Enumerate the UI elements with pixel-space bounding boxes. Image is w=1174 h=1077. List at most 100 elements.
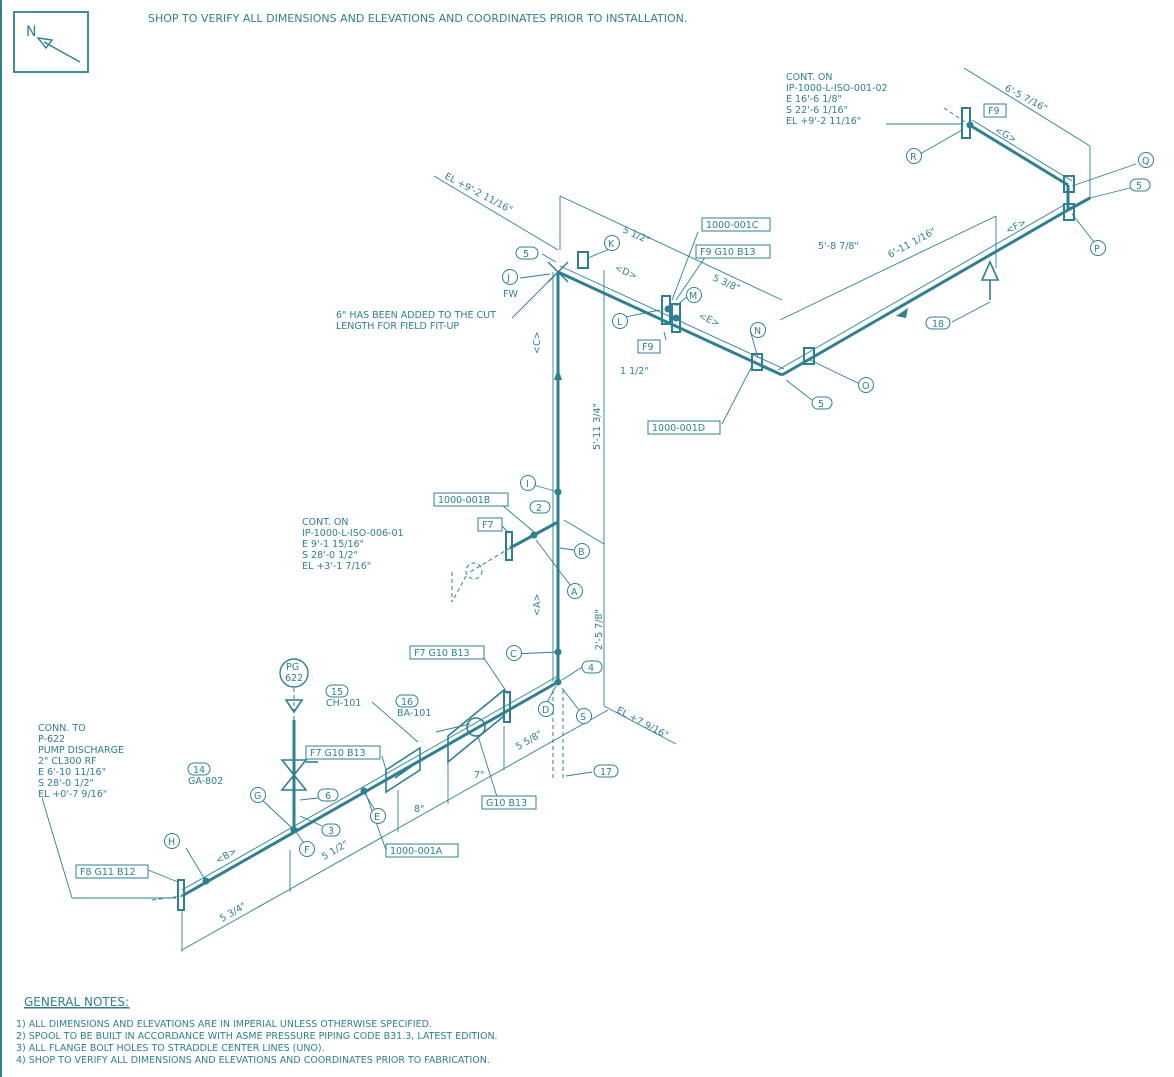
svg-text:3: 3	[328, 826, 334, 837]
svg-text:EL +7 9/16": EL +7 9/16"	[615, 705, 671, 741]
svg-text:6'-5 7/16": 6'-5 7/16"	[1003, 83, 1050, 115]
dimension-lines	[181, 67, 1091, 952]
svg-text:K: K	[608, 239, 615, 250]
tag-f9-top: F9	[988, 106, 1000, 117]
svg-text:J: J	[506, 273, 510, 284]
svg-text:5 1/2": 5 1/2"	[621, 225, 652, 247]
svg-text:PUMP DISCHARGE: PUMP DISCHARGE	[38, 745, 124, 756]
svg-text:G: G	[254, 791, 261, 802]
svg-text:2'-5 7/8": 2'-5 7/8"	[594, 609, 605, 650]
svg-text:<A>: <A>	[532, 594, 543, 616]
conn-block: CONN. TO P-622 PUMP DISCHARGE 2" CL300 R…	[38, 723, 124, 800]
svg-text:2: 2	[536, 503, 542, 514]
svg-text:<E>: <E>	[697, 311, 722, 330]
svg-text:16: 16	[401, 697, 413, 708]
svg-text:R: R	[910, 152, 917, 163]
svg-text:5 1/2": 5 1/2"	[320, 839, 350, 863]
header-note: SHOP TO VERIFY ALL DIMENSIONS AND ELEVAT…	[148, 12, 687, 25]
svg-text:1) ALL DIMENSIONS AND ELEVATIO: 1) ALL DIMENSIONS AND ELEVATIONS ARE IN …	[16, 1019, 432, 1030]
svg-text:S 28'-0 1/2": S 28'-0 1/2"	[302, 550, 358, 561]
svg-text:5: 5	[1136, 181, 1142, 192]
letter-bubbles: R Q P K J M L N O I B A C D S E F G H	[164, 148, 1154, 857]
tag-f8-g11-b12: F8 G11 B12	[80, 867, 136, 878]
svg-text:6: 6	[325, 791, 331, 802]
svg-text:PG: PG	[286, 662, 299, 673]
north-arrow: N	[13, 11, 89, 73]
svg-text:CONT. ON: CONT. ON	[302, 517, 349, 528]
svg-text:<B>: <B>	[214, 846, 239, 867]
svg-text:5 5/8": 5 5/8"	[514, 729, 544, 753]
svg-text:EL +3'-1 7/16": EL +3'-1 7/16"	[302, 561, 371, 572]
svg-text:4: 4	[588, 663, 594, 674]
svg-text:8": 8"	[414, 804, 424, 815]
misc-labels: FW CH-101 BA-101 GA-802 EL +9'-2 11/16" …	[188, 171, 670, 787]
svg-text:CONT. ON: CONT. ON	[786, 72, 833, 83]
svg-text:A: A	[571, 587, 578, 598]
svg-text:P-622: P-622	[38, 734, 65, 745]
svg-text:5'-11 3/4": 5'-11 3/4"	[592, 403, 603, 450]
svg-text:C: C	[510, 649, 517, 660]
svg-text:GA-802: GA-802	[188, 776, 223, 787]
fittings	[177, 107, 1075, 911]
svg-text:1 1/2": 1 1/2"	[620, 366, 649, 377]
svg-text:GENERAL NOTES:: GENERAL NOTES:	[24, 995, 129, 1009]
svg-text:E 16'-6 1/8": E 16'-6 1/8"	[786, 94, 842, 105]
svg-text:15: 15	[331, 687, 343, 698]
svg-text:622: 622	[285, 673, 303, 684]
svg-text:7": 7"	[474, 770, 484, 781]
tag-f7-g10-b13-lower: F7 G10 B13	[310, 748, 366, 759]
svg-text:EL +0'-7 9/16": EL +0'-7 9/16"	[38, 789, 107, 800]
svg-text:2) SPOOL TO BE BUILT IN ACCORD: 2) SPOOL TO BE BUILT IN ACCORDANCE WITH …	[16, 1031, 498, 1042]
north-label: N	[26, 24, 36, 40]
item-numbers: 5 5 5 2 4 17 18 3 6 15 16 14	[187, 178, 1151, 837]
svg-text:5: 5	[818, 399, 824, 410]
svg-text:CONN. TO: CONN. TO	[38, 723, 86, 734]
svg-text:5: 5	[523, 249, 529, 260]
tag-f9-g10-b13: F9 G10 B13	[700, 247, 756, 258]
svg-text:5'-8 7/8": 5'-8 7/8"	[818, 241, 859, 252]
svg-text:S 28'-0 1/2": S 28'-0 1/2"	[38, 778, 94, 789]
pressure-gauge: PG 622	[279, 658, 309, 688]
svg-text:Q: Q	[1142, 156, 1149, 167]
svg-text:6" HAS BEEN ADDED TO THE CUT: 6" HAS BEEN ADDED TO THE CUT	[336, 310, 496, 321]
svg-text:E: E	[374, 812, 380, 823]
spool-tag-d: 1000-001D	[652, 423, 705, 434]
svg-text:CH-101: CH-101	[326, 698, 361, 709]
svg-text:EL +9'-2 11/16": EL +9'-2 11/16"	[443, 171, 515, 216]
svg-text:IP-1000-L-ISO-001-02: IP-1000-L-ISO-001-02	[786, 83, 888, 94]
svg-text:B: B	[578, 547, 585, 558]
tag-boxes: 1000-001C F9 G10 B13 1000-001D 1000-001B…	[75, 103, 1007, 879]
svg-text:14: 14	[193, 765, 205, 776]
svg-text:H: H	[168, 837, 175, 848]
svg-text:2" CL300 RF: 2" CL300 RF	[38, 756, 97, 767]
spool-tag-a: 1000-001A	[390, 846, 443, 857]
svg-text:5 3/8": 5 3/8"	[711, 273, 742, 295]
svg-text:L: L	[617, 317, 623, 328]
svg-text:BA-101: BA-101	[397, 708, 431, 719]
svg-text:3) ALL FLANGE BOLT HOLES TO ST: 3) ALL FLANGE BOLT HOLES TO STRADDLE CEN…	[16, 1043, 325, 1054]
svg-text:P: P	[1094, 244, 1100, 255]
svg-text:D: D	[542, 705, 549, 716]
svg-text:M: M	[689, 291, 697, 302]
svg-text:17: 17	[600, 767, 612, 778]
svg-text:18: 18	[932, 319, 944, 330]
general-notes: GENERAL NOTES: 1) ALL DIMENSIONS AND ELE…	[16, 995, 498, 1066]
svg-text:E 6'-10 11/16": E 6'-10 11/16"	[38, 767, 106, 778]
svg-text:EL +9'-2 11/16": EL +9'-2 11/16"	[786, 116, 861, 127]
svg-text:6'-11 1/16": 6'-11 1/16"	[886, 226, 938, 261]
svg-text:E 9'-1 15/16": E 9'-1 15/16"	[302, 539, 364, 550]
pipe-route	[151, 107, 1091, 901]
svg-text:I: I	[526, 479, 529, 490]
svg-text:<D>: <D>	[613, 263, 639, 283]
cont-block-top: CONT. ON IP-1000-L-ISO-001-02 E 16'-6 1/…	[786, 72, 888, 127]
svg-text:FW: FW	[503, 289, 518, 300]
svg-text:S 22'-6 1/16": S 22'-6 1/16"	[786, 105, 848, 116]
tag-g10-b13: G10 B13	[486, 798, 527, 809]
spool-tag-b: 1000-001B	[438, 495, 490, 506]
spool-tag-c: 1000-001C	[706, 220, 759, 231]
tag-f9-mid: F9	[642, 342, 654, 353]
svg-text:LENGTH FOR FIELD FIT-UP: LENGTH FOR FIELD FIT-UP	[336, 321, 459, 332]
tag-f7: F7	[482, 520, 494, 531]
svg-text:S: S	[580, 712, 586, 723]
